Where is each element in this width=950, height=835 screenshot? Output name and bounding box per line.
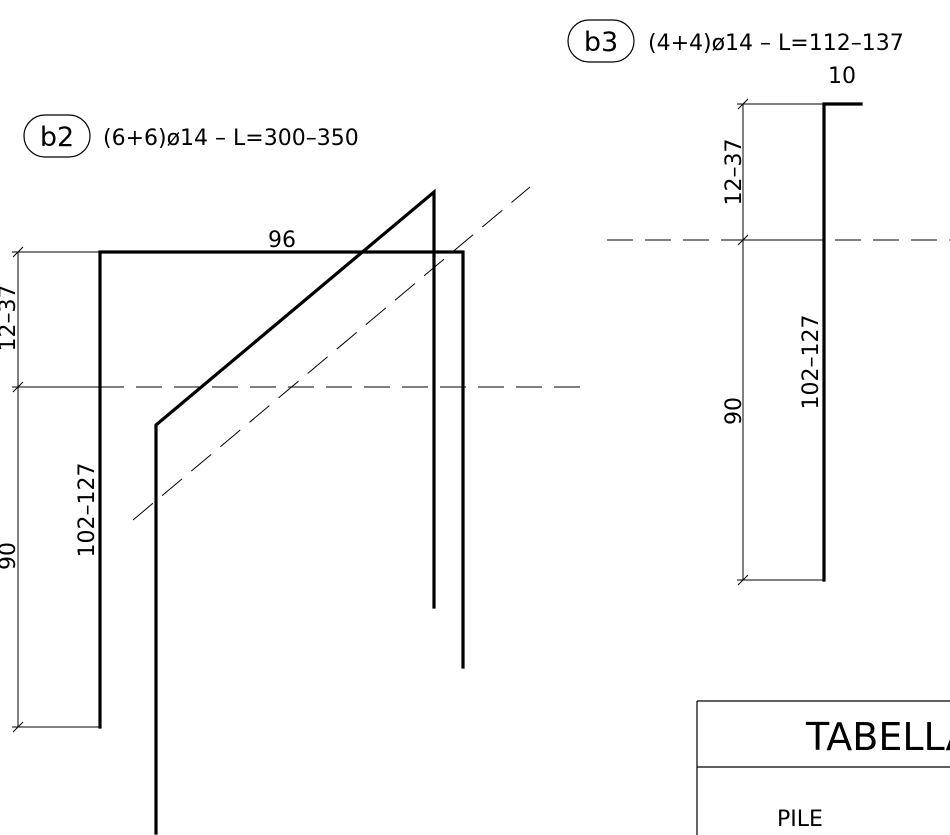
b3-mark-bubble bbox=[567, 19, 635, 63]
b3-dim-lower: 90 bbox=[722, 397, 747, 425]
tabella-table: TABELLA PILE bbox=[696, 700, 950, 835]
b2-dim-upper: 12–37 bbox=[0, 285, 21, 352]
b3-label: b3 (4+4)ø14 – L=112–137 bbox=[567, 19, 904, 63]
b2-dim-bar: 102–127 bbox=[75, 463, 100, 558]
b2-stirrup-bar bbox=[98, 250, 465, 729]
b2-dimension-chain: 12–37 90 102–127 bbox=[0, 246, 100, 733]
b2-diagonal-centerline bbox=[132, 186, 531, 521]
b2-bent-bar bbox=[154, 188, 436, 835]
b3-dim-hook: 10 bbox=[828, 64, 856, 89]
b3-mark: b3 bbox=[584, 27, 618, 58]
table-title: TABELLA bbox=[805, 715, 950, 759]
table-row-pile: PILE bbox=[777, 807, 823, 832]
b2-spec: (6+6)ø14 – L=300–350 bbox=[103, 126, 359, 151]
b3-spec: (4+4)ø14 – L=112–137 bbox=[648, 31, 904, 56]
b2-label: b2 (6+6)ø14 – L=300–350 bbox=[23, 114, 359, 158]
b2-mark: b2 bbox=[40, 122, 74, 153]
b3-dim-upper: 12–37 bbox=[722, 139, 747, 206]
b3-hooked-bar bbox=[822, 102, 863, 582]
b2-dim-top: 96 bbox=[268, 228, 296, 253]
b3-dim-bar: 102–127 bbox=[799, 315, 824, 410]
b2-dim-lower: 90 bbox=[0, 542, 21, 570]
b2-mark-bubble bbox=[23, 114, 91, 158]
b3-dimension-chain: 12–37 90 102–127 bbox=[722, 98, 824, 586]
